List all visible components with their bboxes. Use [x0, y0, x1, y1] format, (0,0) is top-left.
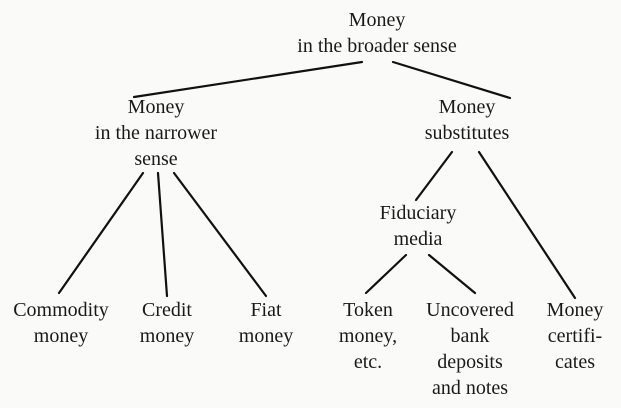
node-line: money	[238, 325, 294, 347]
node-money-certificates: Money certifi- cates	[547, 297, 604, 375]
node-line: money	[33, 325, 89, 347]
node-line: Commodity	[13, 299, 109, 321]
node-line: media	[393, 228, 443, 250]
edge-narrower-commodity	[57, 171, 145, 295]
edge-root-narrower	[132, 60, 364, 99]
node-money-substitutes: Money substitutes	[425, 94, 509, 146]
node-line: Money	[348, 9, 406, 31]
node-line: Fiat	[250, 299, 282, 321]
node-fiduciary-media: Fiduciary media	[380, 200, 457, 252]
edge-fiduciary-token	[364, 253, 408, 295]
edge-root-substitutes	[391, 60, 512, 100]
node-token-money: Token money, etc.	[339, 297, 397, 375]
node-fiat-money: Fiat money	[239, 297, 293, 349]
edge-narrower-fiat	[172, 171, 268, 298]
node-line: in the broader sense	[297, 35, 457, 57]
node-commodity-money: Commodity money	[13, 297, 109, 349]
node-line: money,	[338, 325, 398, 347]
node-line: in the narrower	[94, 122, 218, 144]
node-line: cates	[555, 351, 595, 373]
node-line: certifi-	[547, 325, 603, 347]
node-line: Token	[343, 299, 393, 321]
node-line: deposits	[437, 351, 503, 373]
edge-substitutes-fiduciary	[414, 150, 454, 202]
node-credit-money: Credit money	[140, 297, 194, 349]
node-line: sense	[134, 148, 178, 170]
node-line: substitutes	[424, 122, 510, 144]
edge-substitutes-certificates	[477, 150, 577, 300]
node-line: Uncovered	[426, 299, 514, 321]
node-line: and notes	[431, 377, 509, 399]
node-money-narrower-sense: Money in the narrower sense	[95, 94, 217, 172]
node-line: etc.	[353, 351, 383, 373]
node-line: bank	[450, 325, 490, 347]
edge-fiduciary-uncovered	[427, 253, 477, 295]
node-uncovered-bank-deposits: Uncovered bank deposits and notes	[426, 297, 514, 401]
node-line: Credit	[142, 299, 192, 321]
node-line: Fiduciary	[379, 202, 457, 224]
node-line: Money	[127, 96, 185, 118]
edge-narrower-credit	[156, 171, 169, 298]
node-line: Money	[438, 96, 496, 118]
node-line: money	[139, 325, 195, 347]
node-money-broader-sense: Money in the broader sense	[297, 7, 456, 59]
node-line: Money	[546, 299, 604, 321]
